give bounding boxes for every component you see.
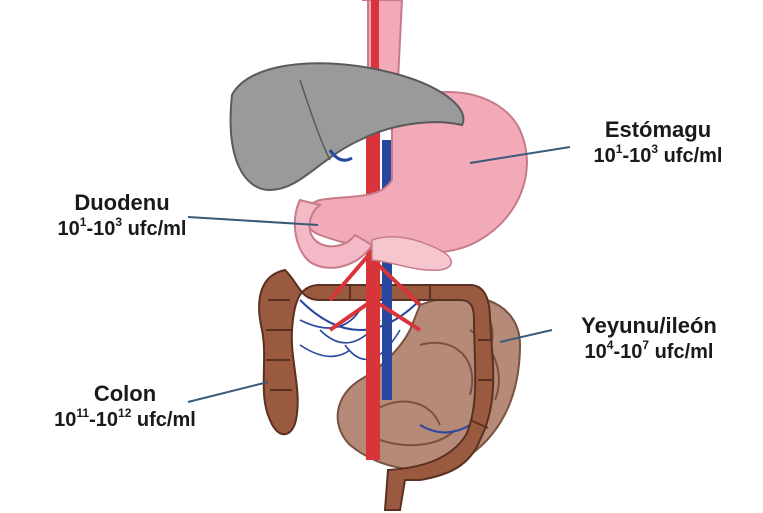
label-colon-name: Colon xyxy=(0,380,250,408)
count-exponent: 12 xyxy=(118,406,131,420)
count-base: -10 xyxy=(622,145,651,167)
count-unit: ufc/ml xyxy=(131,409,195,431)
label-estomago-name: Estómagu xyxy=(558,116,758,144)
count-base: 10 xyxy=(54,409,76,431)
count-base: -10 xyxy=(89,409,118,431)
count-exponent: 11 xyxy=(76,406,89,420)
count-base: 10 xyxy=(585,341,607,363)
label-duodeno-name: Duodenu xyxy=(2,189,242,217)
count-base: -10 xyxy=(613,341,642,363)
label-colon: Colon 1011-1012 ufc/ml xyxy=(0,380,250,433)
label-colon-count: 1011-1012 ufc/ml xyxy=(0,408,250,433)
count-base: 10 xyxy=(594,145,616,167)
label-estomago-count: 101-103 ufc/ml xyxy=(558,144,758,169)
label-estomago: Estómagu 101-103 ufc/ml xyxy=(558,116,758,169)
count-unit: ufc/ml xyxy=(649,341,713,363)
label-duodeno: Duodenu 101-103 ufc/ml xyxy=(2,189,242,242)
label-yeyuno-count: 104-107 ufc/ml xyxy=(535,340,763,365)
count-unit: ufc/ml xyxy=(122,218,186,240)
label-yeyuno-ileon: Yeyunu/ileón 104-107 ufc/ml xyxy=(535,312,763,365)
label-yeyuno-name: Yeyunu/ileón xyxy=(535,312,763,340)
label-duodeno-count: 101-103 ufc/ml xyxy=(2,217,242,242)
count-base: -10 xyxy=(86,218,115,240)
count-unit: ufc/ml xyxy=(658,145,722,167)
count-base: 10 xyxy=(58,218,80,240)
